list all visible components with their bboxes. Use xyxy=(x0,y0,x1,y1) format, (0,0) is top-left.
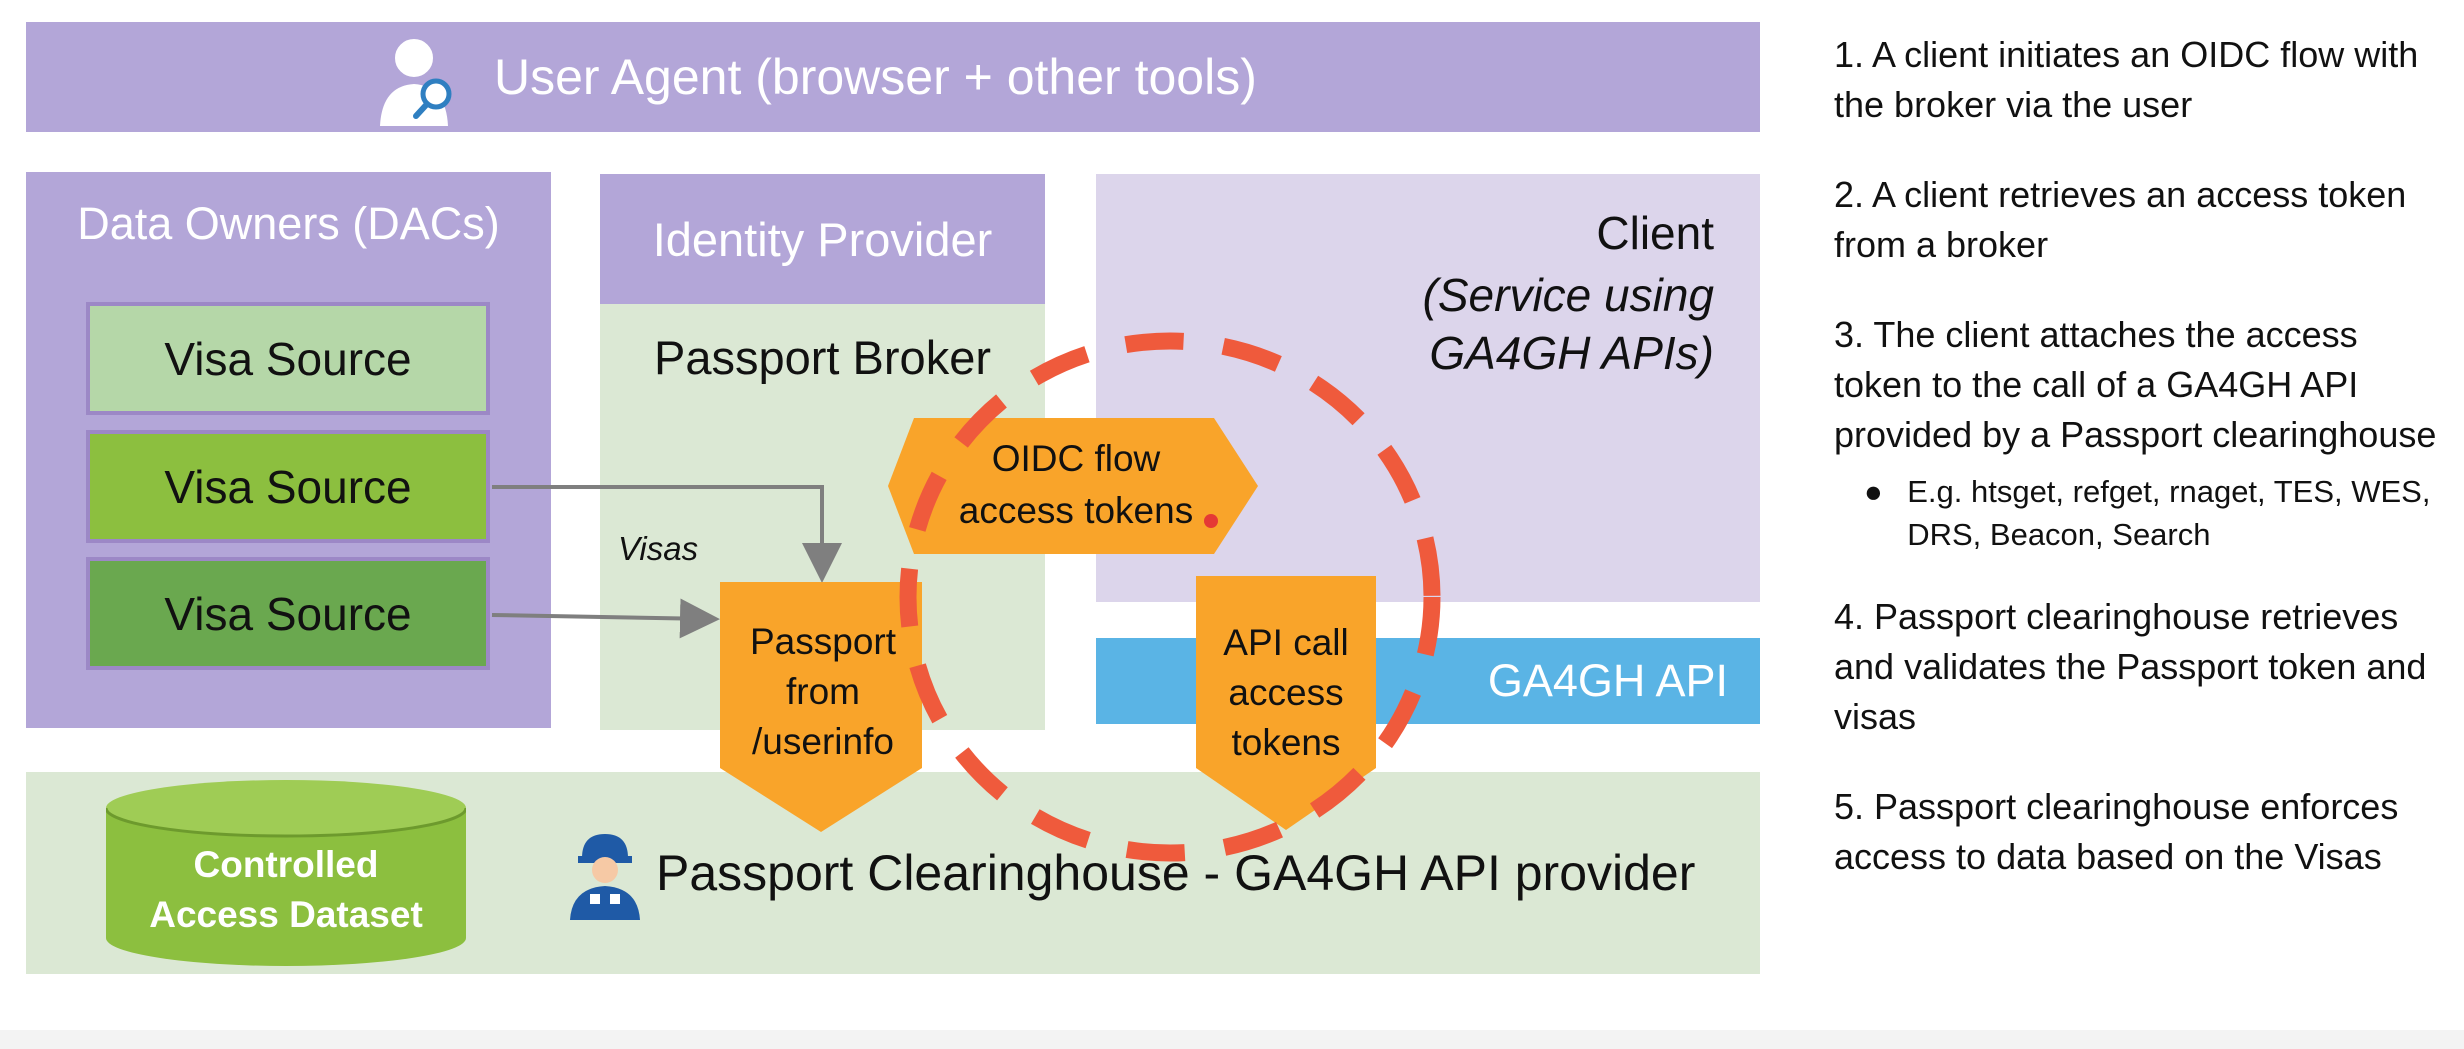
dataset-label-line-2: Access Dataset xyxy=(149,894,423,935)
data-owners-title: Data Owners (DACs) xyxy=(77,198,500,249)
passport-label: Passport from /userinfo xyxy=(718,616,928,768)
step-3-bullet-text: E.g. htsget, refget, rnaget, TES, WES, D… xyxy=(1907,474,2431,552)
client-subtitle-line-1: (Service using xyxy=(1422,269,1714,321)
controlled-access-dataset: Controlled Access Dataset xyxy=(106,830,466,950)
user-agent-band xyxy=(26,22,1760,132)
identity-provider-header: Identity Provider xyxy=(600,174,1045,304)
oidc-line-1: OIDC flow xyxy=(991,438,1161,479)
step-3: 3. The client attaches the access token … xyxy=(1834,314,2437,455)
passport-line-3: /userinfo xyxy=(752,721,894,762)
step-5: 5. Passport clearinghouse enforces acces… xyxy=(1834,786,2399,877)
dataset-label-line-1: Controlled xyxy=(193,844,379,885)
passport-line-2: from xyxy=(786,671,860,712)
bullet-icon: ● xyxy=(1864,474,1883,509)
database-icon xyxy=(106,780,466,966)
bottom-strip xyxy=(0,1030,2464,1049)
oidc-flow-label: OIDC flow access tokens xyxy=(886,430,1266,540)
oidc-line-2: access tokens xyxy=(958,490,1194,531)
step-3-bullet: ● E.g. htsget, refget, rnaget, TES, WES,… xyxy=(1834,470,2454,556)
clearinghouse-label: Passport Clearinghouse - GA4GH API provi… xyxy=(656,845,1696,901)
pointer-dot xyxy=(1204,514,1218,528)
worker-person-icon xyxy=(570,834,640,920)
step-4: 4. Passport clearinghouse retrieves and … xyxy=(1834,596,2427,737)
ga4gh-api-label: GA4GH API xyxy=(1487,655,1728,706)
user-agent-label: User Agent (browser + other tools) xyxy=(494,49,1257,105)
visas-label: Visas xyxy=(618,530,699,567)
step-1: 1. A client initiates an OIDC flow with … xyxy=(1834,34,2419,125)
step-2: 2. A client retrieves an access token fr… xyxy=(1834,174,2407,265)
visa-source-3: Visa Source xyxy=(86,557,490,670)
visa-source-1: Visa Source xyxy=(86,302,490,415)
steps-list: 1. A client initiates an OIDC flow with … xyxy=(1834,30,2454,922)
user-search-icon xyxy=(380,37,452,126)
client-subtitle: (Service using GA4GH APIs) xyxy=(1096,266,1714,382)
api-call-label: API call access tokens xyxy=(1194,618,1378,768)
passport-broker-title: Passport Broker xyxy=(654,331,991,384)
client-title: Client xyxy=(1596,207,1714,259)
visa-source-2: Visa Source xyxy=(86,430,490,543)
apicall-line-3: tokens xyxy=(1231,722,1341,763)
apicall-line-2: access xyxy=(1228,672,1344,713)
passport-line-1: Passport xyxy=(749,621,896,662)
apicall-line-1: API call xyxy=(1223,622,1349,663)
client-subtitle-line-2: GA4GH APIs) xyxy=(1429,327,1714,379)
